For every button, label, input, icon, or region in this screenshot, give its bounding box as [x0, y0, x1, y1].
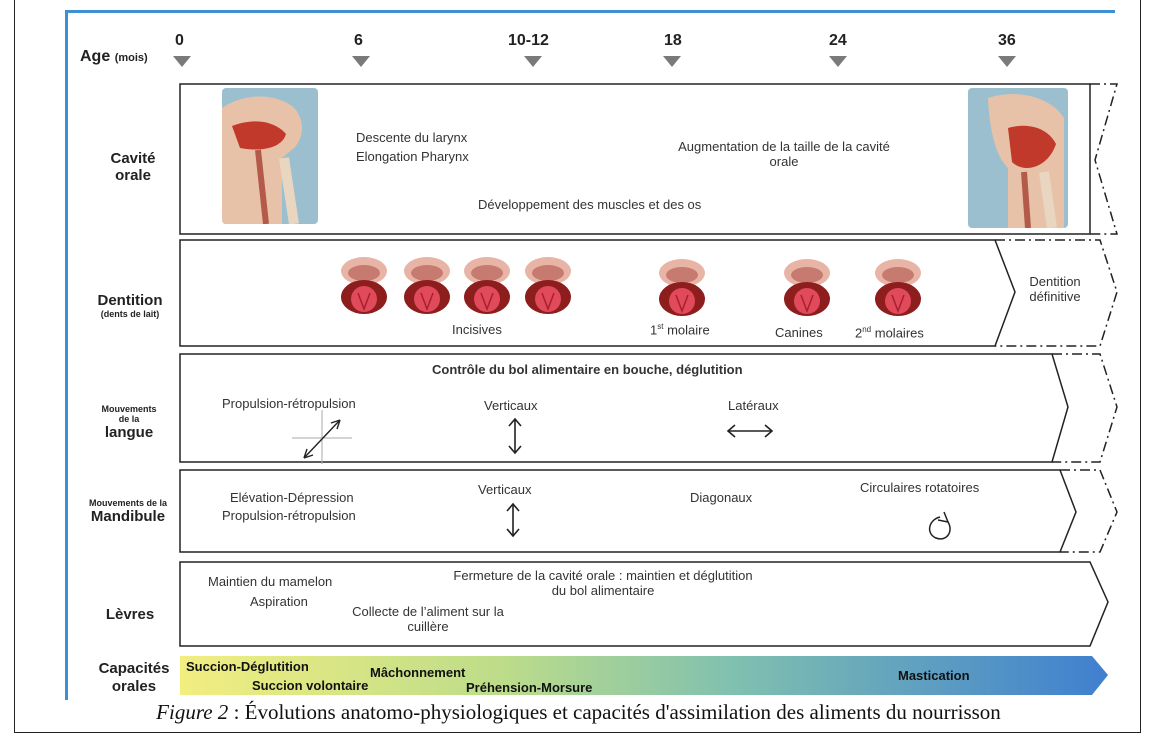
incisor-teeth-icon-3: [464, 257, 510, 314]
langue-verticaux-text: Verticaux: [484, 398, 537, 413]
mandibule-verticaux-text: Verticaux: [478, 482, 531, 497]
incisor-teeth-icon-1: [341, 257, 387, 314]
incisor-teeth-icon-2: [404, 257, 450, 314]
second-molar-teeth-icon: [875, 259, 921, 316]
dentition-canines-text: Canines: [775, 325, 823, 340]
levres-collecte-text: Collecte de l’aliment sur la cuillère: [352, 604, 504, 634]
dentition-incisives-text: Incisives: [452, 322, 502, 337]
capacite-prehension: Préhension-Morsure: [466, 680, 592, 695]
dentition-definitive-text: Dentition définitive: [1015, 274, 1095, 304]
caption-text: : Évolutions anatomo-physiologiques et c…: [228, 700, 1001, 724]
incisor-teeth-icon-4: [525, 257, 571, 314]
dentition-first-molar-text: 1st molaire: [650, 322, 710, 337]
mandibule-propulsion-text: Propulsion-rétropulsion: [222, 508, 356, 523]
caption-figure-label: Figure 2: [156, 700, 228, 724]
canine-teeth-icon: [784, 259, 830, 316]
second-molars-sup: nd: [862, 325, 871, 334]
langue-controle-text: Contrôle du bol alimentaire en bouche, d…: [432, 362, 743, 377]
langue-lateraux-text: Latéraux: [728, 398, 779, 413]
mandibule-elevation-text: Elévation-Dépression: [230, 490, 354, 505]
second-molars-word: molaires: [871, 325, 924, 340]
dentition-second-molars-text: 2nd molaires: [855, 325, 924, 340]
mandibule-diagonaux-text: Diagonaux: [690, 490, 752, 505]
levres-aspiration-text: Aspiration: [250, 594, 308, 609]
capacite-mastication: Mastication: [898, 668, 970, 683]
figure-caption: Figure 2 : Évolutions anatomo-physiologi…: [0, 700, 1157, 725]
first-molar-word: molaire: [663, 322, 709, 337]
mandibule-circulaires-text: Circulaires rotatoires: [860, 480, 979, 495]
capacite-machonnement: Mâchonnement: [370, 665, 465, 680]
capacite-succion-volontaire: Succion volontaire: [252, 678, 368, 693]
langue-propulsion-text: Propulsion-rétropulsion: [222, 396, 356, 411]
capacite-succion-deglutition: Succion-Déglutition: [186, 659, 309, 674]
levres-fermeture-text: Fermeture de la cavité orale : maintien …: [448, 568, 758, 598]
levres-maintien-text: Maintien du mamelon: [208, 574, 332, 589]
molar-teeth-icon: [659, 259, 705, 316]
